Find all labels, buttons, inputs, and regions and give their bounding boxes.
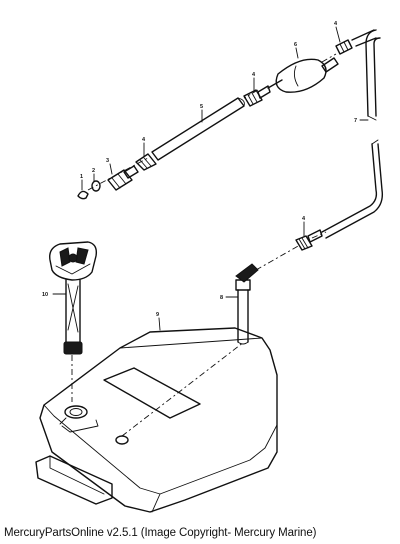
part-number-10: 10 bbox=[42, 292, 48, 298]
hose-fitting-mid bbox=[243, 85, 271, 107]
part-number-4-mid: 4 bbox=[252, 72, 256, 78]
fuel-gauge-pickup bbox=[49, 241, 98, 355]
part-number-5: 5 bbox=[200, 104, 203, 110]
connector bbox=[107, 165, 139, 191]
fuel-line bbox=[321, 29, 384, 239]
part-number-8: 8 bbox=[220, 295, 223, 301]
image-copyright-caption: MercuryPartsOnline v2.5.1 (Image Copyrig… bbox=[4, 527, 317, 539]
alignment-lines bbox=[71, 53, 337, 437]
part-number-4-tank: 4 bbox=[302, 216, 306, 222]
tank-fitting bbox=[235, 263, 259, 345]
part-number-3: 3 bbox=[106, 158, 109, 164]
part-number-2: 2 bbox=[92, 168, 95, 174]
fuel-tank bbox=[35, 327, 278, 513]
primer-bulb bbox=[267, 57, 339, 93]
part-number-7: 7 bbox=[354, 118, 357, 124]
fuel-hose bbox=[151, 97, 245, 161]
part-number-4-top: 4 bbox=[334, 21, 338, 27]
part-number-1: 1 bbox=[80, 174, 83, 180]
part-number-4: 4 bbox=[142, 137, 146, 143]
hose-fitting-tank bbox=[295, 229, 323, 251]
retaining-clip bbox=[77, 190, 89, 200]
part-number-labels: 1 2 3 4 5 4 6 4 7 8 4 9 10 bbox=[42, 21, 369, 331]
part-number-9: 9 bbox=[156, 312, 159, 318]
part-number-6: 6 bbox=[294, 42, 297, 48]
fuel-tank-exploded-diagram: 1 2 3 4 5 4 6 4 7 8 4 9 10 bbox=[35, 21, 384, 513]
o-ring bbox=[91, 180, 101, 192]
hose-fitting-top bbox=[335, 39, 353, 55]
hose-fitting-left bbox=[135, 153, 157, 171]
